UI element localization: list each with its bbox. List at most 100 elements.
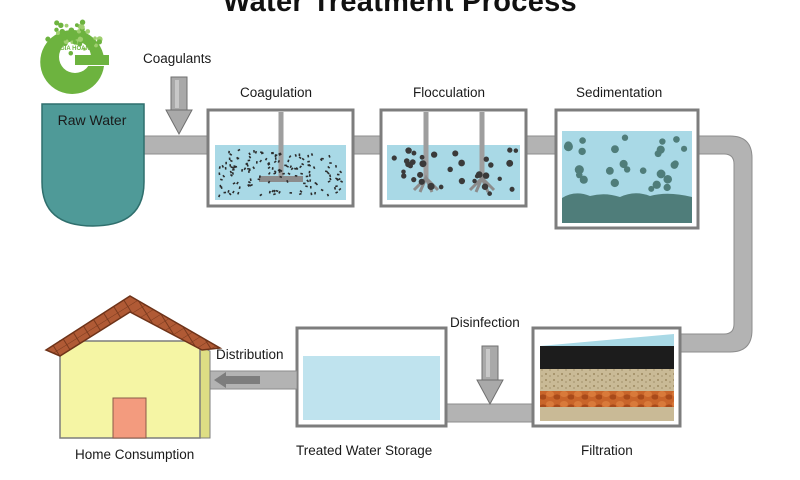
particle xyxy=(336,173,340,176)
logo-leaf xyxy=(68,50,74,56)
particle xyxy=(286,180,289,183)
particle xyxy=(243,167,247,171)
logo-leaf xyxy=(58,22,64,28)
particle xyxy=(309,185,312,189)
particle xyxy=(409,159,416,166)
label-disinfection: Disinfection xyxy=(450,315,520,330)
pipe-raw-to-coagulation xyxy=(139,135,211,155)
label-flocculation: Flocculation xyxy=(413,85,486,100)
particle xyxy=(329,177,332,181)
particle xyxy=(247,184,250,187)
particle xyxy=(328,154,331,158)
particle xyxy=(308,174,311,177)
particle xyxy=(278,152,281,156)
logo-leaf xyxy=(89,40,96,46)
logo-leaf xyxy=(84,35,89,40)
down-arrow-icon xyxy=(476,345,504,406)
logo-leaf xyxy=(77,41,83,47)
particle xyxy=(220,186,223,189)
particle xyxy=(619,159,628,169)
particle xyxy=(278,170,281,173)
particle xyxy=(314,191,317,195)
logo-leaf xyxy=(94,43,98,48)
logo-leaf xyxy=(79,19,86,25)
particle xyxy=(294,153,297,157)
particle xyxy=(321,157,324,160)
particle xyxy=(308,170,311,174)
particle xyxy=(654,150,662,158)
particle xyxy=(259,159,263,163)
particle xyxy=(481,183,489,190)
particle xyxy=(248,152,251,156)
particle xyxy=(338,187,342,191)
particle xyxy=(401,169,406,175)
particle xyxy=(259,193,263,197)
particle xyxy=(563,142,573,152)
particle xyxy=(487,191,493,196)
label-raw-water: Raw Water xyxy=(57,112,127,128)
particle xyxy=(483,156,489,162)
particle xyxy=(229,170,233,174)
logo-leaf xyxy=(85,29,91,34)
logo-leaf xyxy=(77,36,84,42)
particle xyxy=(579,137,586,144)
particle xyxy=(301,157,305,161)
particle xyxy=(228,150,230,154)
particle xyxy=(247,180,251,184)
particle xyxy=(273,189,276,193)
particle xyxy=(267,166,271,170)
logo-leaf xyxy=(45,36,51,42)
particle xyxy=(277,159,281,163)
particle xyxy=(228,192,232,196)
particle xyxy=(232,182,236,185)
settling-particles xyxy=(563,134,688,192)
particle xyxy=(299,190,303,193)
particle xyxy=(287,159,290,163)
particle xyxy=(447,166,453,173)
logo-leaf xyxy=(68,27,75,34)
particle xyxy=(680,145,688,152)
particle xyxy=(310,153,314,156)
particle xyxy=(314,181,318,185)
particle xyxy=(231,171,234,175)
particle xyxy=(277,168,281,172)
filtration-tank xyxy=(531,326,682,428)
left-arrow-icon xyxy=(214,372,260,388)
pipe-filtration-to-storage xyxy=(442,403,536,423)
particle xyxy=(482,172,490,179)
particle xyxy=(663,183,671,192)
particle xyxy=(250,183,253,187)
particle xyxy=(230,166,234,169)
particle xyxy=(575,171,583,179)
particle xyxy=(299,165,302,169)
particle xyxy=(247,167,250,170)
particle xyxy=(249,178,252,182)
logo-leaf xyxy=(72,40,78,45)
particle xyxy=(271,167,274,170)
particle xyxy=(319,158,323,162)
particle xyxy=(252,166,256,170)
logo-leaf xyxy=(79,24,85,30)
particle xyxy=(236,156,239,160)
particle xyxy=(267,163,271,166)
particle xyxy=(248,184,252,187)
particle xyxy=(287,172,291,176)
particle xyxy=(278,190,281,194)
logo-leaf xyxy=(55,31,60,36)
particle xyxy=(241,169,244,172)
particle xyxy=(339,170,343,174)
particle xyxy=(218,172,221,176)
particle xyxy=(438,184,444,190)
flocculation-tank xyxy=(379,108,528,208)
particle xyxy=(458,177,466,185)
particle xyxy=(458,159,465,167)
particle xyxy=(656,169,666,179)
particle xyxy=(513,148,519,153)
down-arrow-icon xyxy=(165,76,193,136)
particle xyxy=(611,145,619,154)
particle xyxy=(264,157,268,161)
particle xyxy=(236,181,239,185)
particle xyxy=(279,152,282,156)
particle xyxy=(419,160,427,168)
